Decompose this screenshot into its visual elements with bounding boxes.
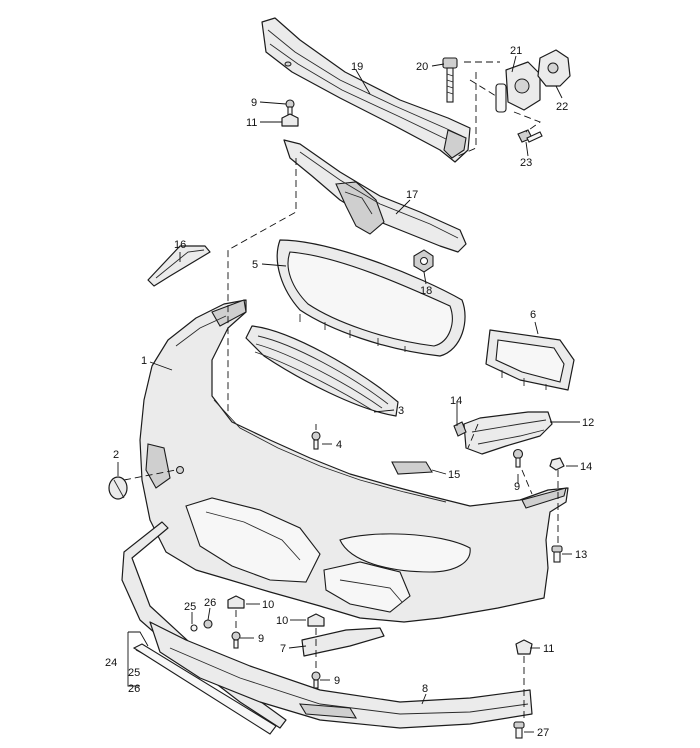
callout-11-upper: 11 — [246, 117, 257, 129]
screw-4 — [311, 431, 321, 450]
callout-22: 22 — [556, 101, 568, 113]
callout-23: 23 — [520, 157, 532, 169]
callout-9-upper: 9 — [251, 97, 257, 109]
callout-25-lower: 25 — [128, 667, 140, 679]
callout-labels: 1 2 3 4 5 6 7 8 9 9 9 9 10 10 11 11 12 1… — [105, 45, 594, 739]
tow-hook-cap — [108, 476, 128, 500]
callout-2: 2 — [113, 449, 119, 461]
callout-14-upper: 14 — [450, 395, 462, 407]
screw-23 — [517, 129, 543, 143]
callout-9-left: 9 — [258, 633, 264, 645]
callout-24: 24 — [105, 657, 117, 669]
callout-14-right: 14 — [580, 461, 592, 473]
callout-26-lower: 26 — [128, 683, 140, 695]
nut — [413, 249, 434, 273]
lower-spoiler — [149, 621, 533, 729]
callout-4: 4 — [336, 439, 342, 451]
impact-beam — [261, 17, 471, 163]
fastener-right — [512, 448, 565, 471]
fastener-13 — [551, 545, 563, 563]
screw-upper — [281, 99, 299, 127]
callout-15: 15 — [448, 469, 460, 481]
reflector-strip — [391, 461, 433, 475]
callout-16: 16 — [174, 239, 186, 251]
side-grille — [485, 329, 575, 391]
callout-26-upper: 26 — [204, 597, 216, 609]
side-bracket — [453, 411, 553, 455]
callout-18: 18 — [420, 285, 432, 297]
callout-9-lower: 9 — [334, 675, 340, 687]
callout-5: 5 — [252, 259, 258, 271]
callout-13: 13 — [575, 549, 587, 561]
callout-7: 7 — [280, 643, 286, 655]
callout-25-upper: 25 — [184, 601, 196, 613]
callout-1: 1 — [141, 355, 147, 367]
callout-10-center: 10 — [276, 615, 288, 627]
callout-10-left: 10 — [262, 599, 274, 611]
assembly-guide-lines — [123, 61, 559, 720]
upper-grille-frame — [276, 239, 466, 357]
callout-9-right: 9 — [514, 481, 520, 493]
callout-17: 17 — [406, 189, 418, 201]
callout-6: 6 — [530, 309, 536, 321]
trim-strip — [147, 245, 211, 287]
mounting-bracket — [495, 61, 541, 113]
fasteners-lower — [190, 595, 533, 739]
callout-8: 8 — [422, 683, 428, 695]
lower-grille — [245, 325, 399, 417]
spoiler-bracket — [301, 627, 385, 657]
callout-20: 20 — [416, 61, 428, 73]
leader-lines — [117, 55, 580, 733]
callout-11-lower: 11 — [543, 643, 554, 655]
callout-21: 21 — [510, 45, 522, 57]
callout-19: 19 — [351, 61, 363, 73]
support-rail — [283, 139, 467, 253]
callout-27: 27 — [537, 727, 549, 739]
gasket — [537, 49, 571, 87]
bolt — [442, 57, 458, 103]
callout-3: 3 — [398, 405, 404, 417]
callout-12: 12 — [582, 417, 594, 429]
